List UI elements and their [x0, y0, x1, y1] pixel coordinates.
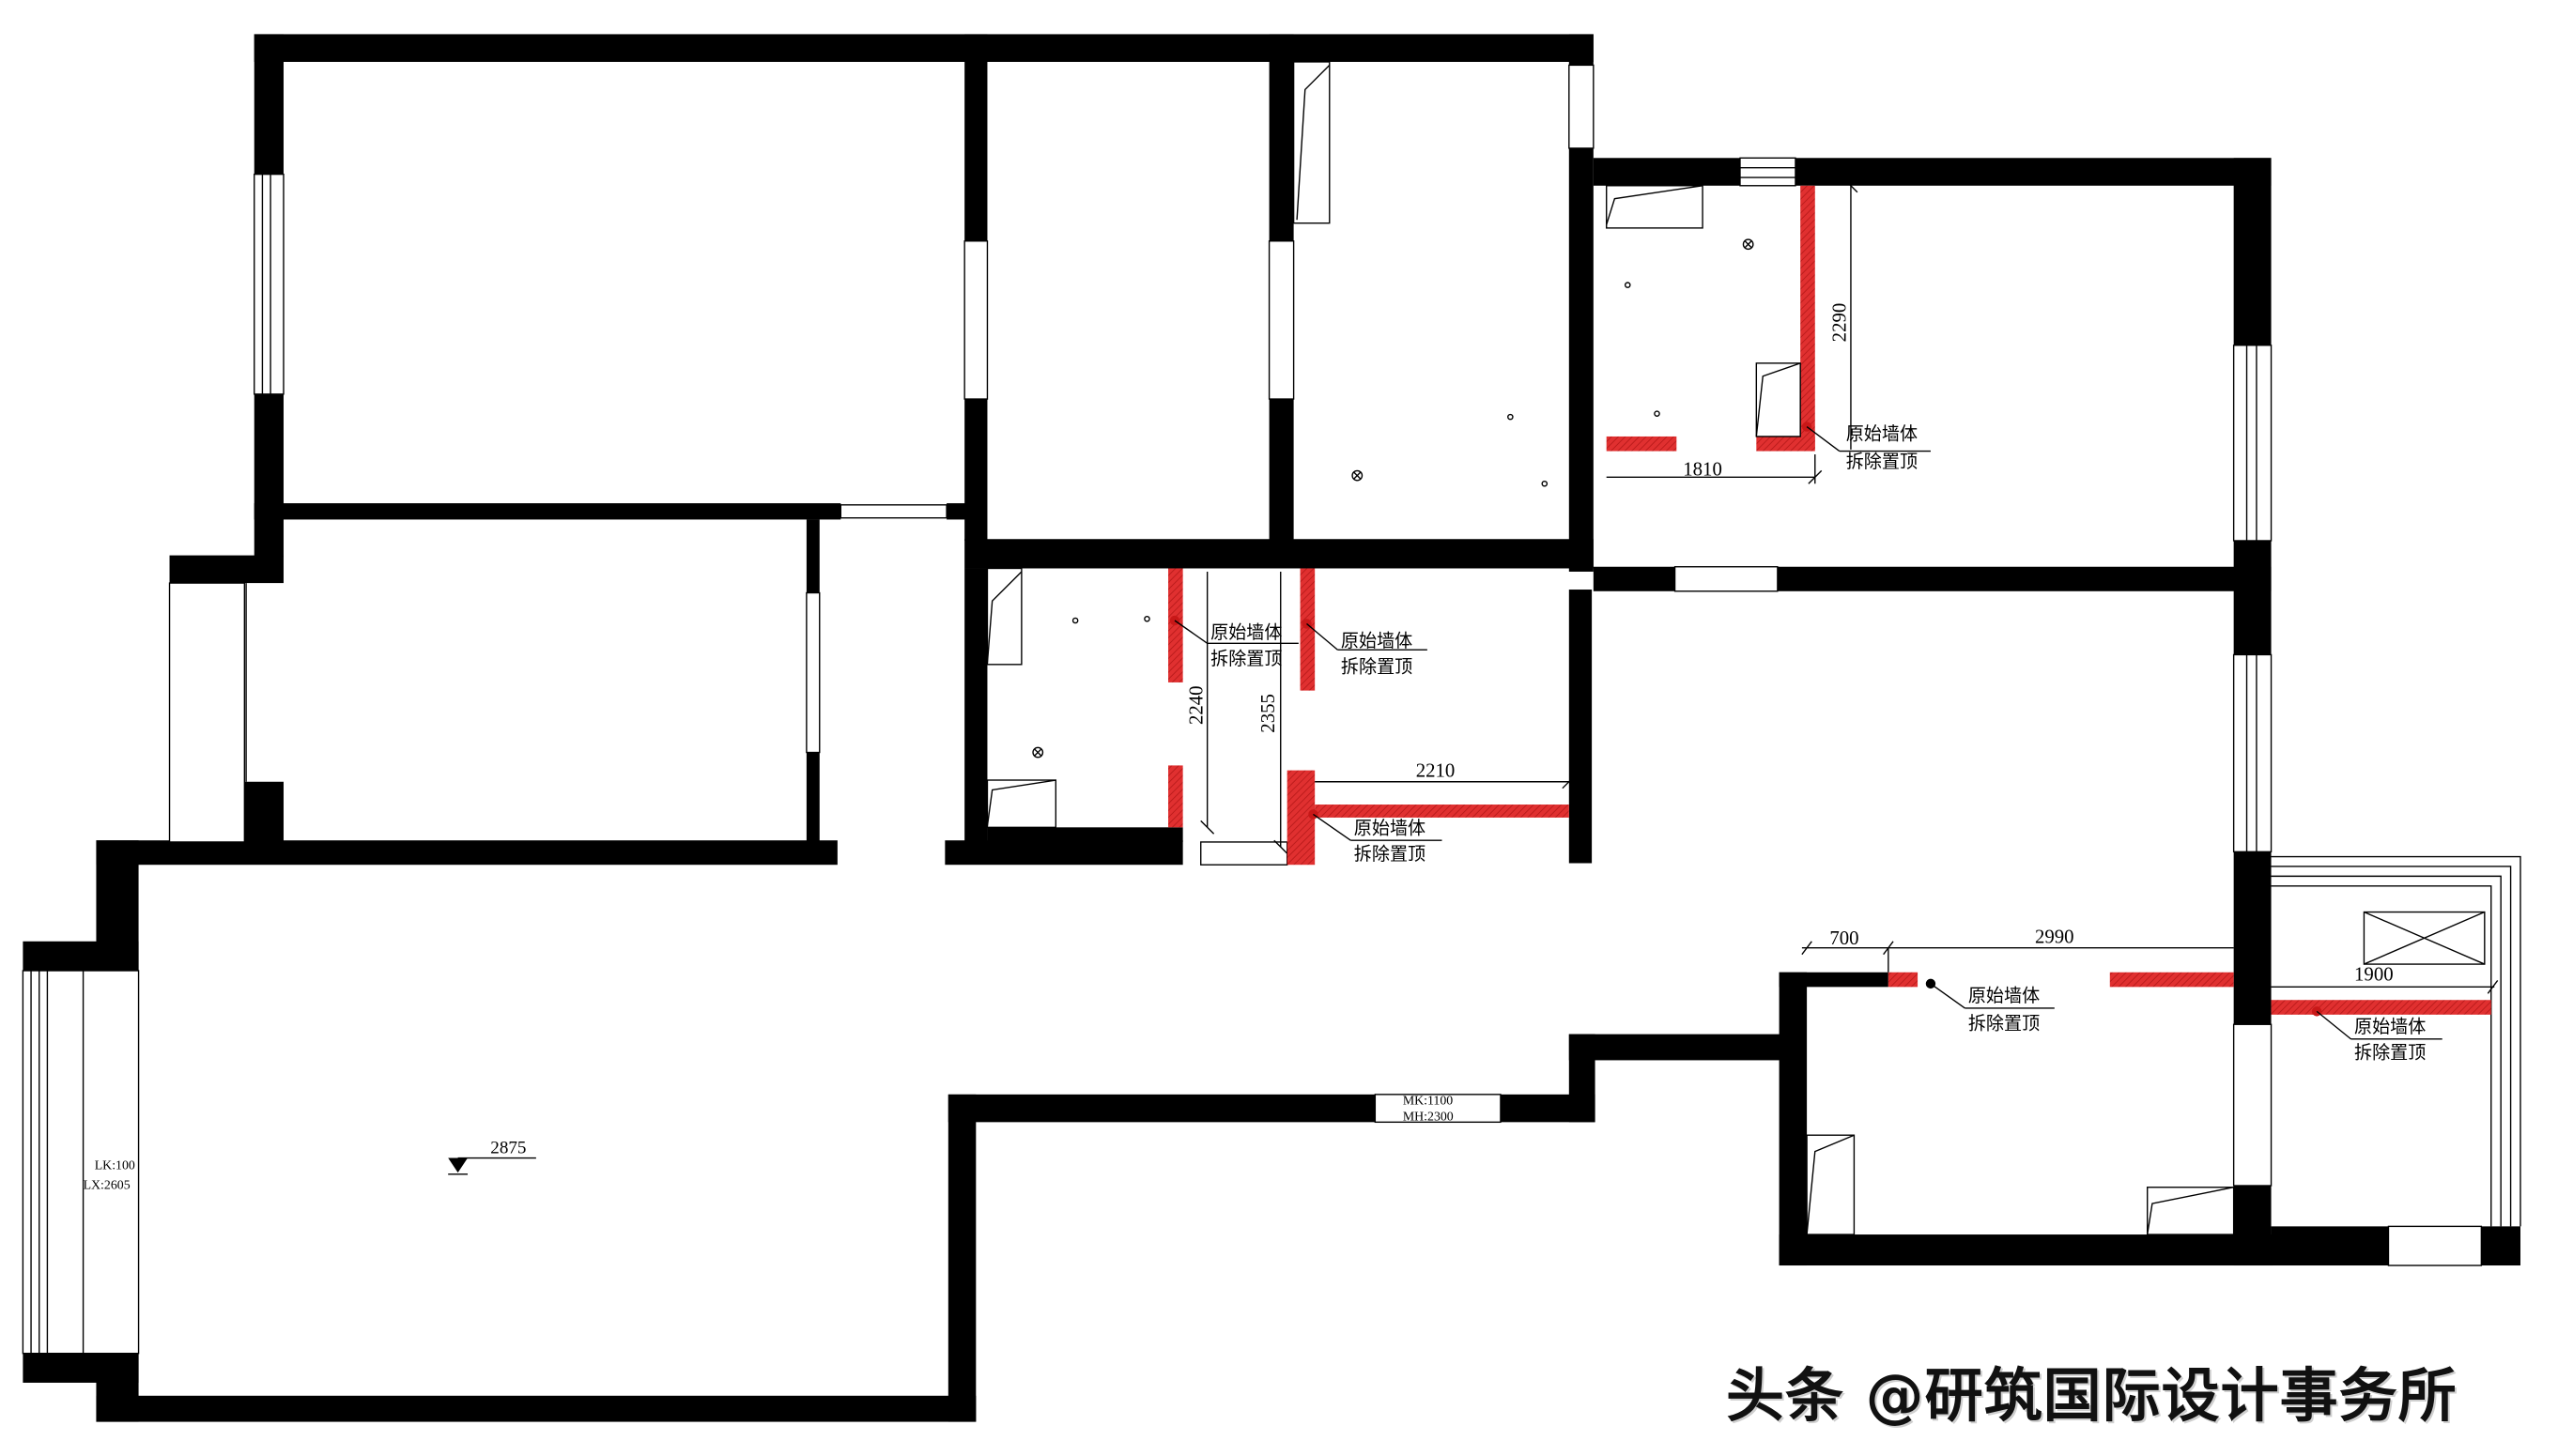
svg-text:拆除置顶: 拆除置顶	[1968, 1013, 2040, 1034]
dimension-1900: 1900	[2354, 962, 2394, 985]
svg-text:原始墙体: 原始墙体	[2354, 1017, 2426, 1037]
svg-text:原始墙体: 原始墙体	[1968, 986, 2040, 1006]
dimension-2210: 2210	[1416, 759, 1456, 782]
svg-text:拆除置顶: 拆除置顶	[1341, 657, 1412, 678]
dimension-lines: 2290 1810 2240 2355 2210 700 2990 1900	[1184, 178, 2499, 994]
svg-text:原始墙体: 原始墙体	[1354, 818, 1425, 838]
dimension-2240: 2240	[1184, 685, 1207, 725]
dimension-2290: 2290	[1828, 303, 1851, 343]
svg-text:拆除置顶: 拆除置顶	[1846, 452, 1918, 472]
dimension-1810: 1810	[1683, 458, 1722, 481]
windows	[22, 64, 2521, 1355]
svg-text:原始墙体: 原始墙体	[1846, 423, 1918, 444]
note-corridor: 原始墙体 拆除置顶	[1308, 809, 1442, 865]
elevation-mark: 2875	[448, 1138, 536, 1175]
svg-text:原始墙体: 原始墙体	[1210, 622, 1282, 643]
svg-text:拆除置顶: 拆除置顶	[1354, 844, 1425, 865]
svg-text:拆除置顶: 拆除置顶	[1210, 649, 1282, 669]
door-window-mh: MH:2300	[1403, 1111, 1454, 1125]
removal-notes: 原始墙体 拆除置顶 原始墙体 拆除置顶 原始墙体 拆除置顶 原始墙体 拆除置顶	[1169, 421, 2442, 1064]
structural-walls	[23, 34, 2520, 1422]
note-balcony: 原始墙体 拆除置顶	[2311, 1006, 2442, 1064]
dimension-2355: 2355	[1256, 694, 1279, 733]
elevation-value: 2875	[490, 1138, 526, 1157]
svg-text:原始墙体: 原始墙体	[1341, 631, 1412, 651]
note-top-right: 原始墙体 拆除置顶	[1801, 421, 1931, 472]
watermark: 头条 @研筑国际设计事务所	[1726, 1361, 2458, 1430]
fixtures	[986, 61, 2486, 1235]
note-lower-room: 原始墙体 拆除置顶	[1925, 978, 2055, 1034]
living-window-lk: LK:100	[95, 1159, 135, 1173]
note-bath-left: 原始墙体 拆除置顶	[1169, 615, 1299, 669]
living-window-lx: LX:2605	[84, 1178, 131, 1192]
door-window-mk: MK:1100	[1403, 1094, 1453, 1108]
svg-text:拆除置顶: 拆除置顶	[2354, 1043, 2426, 1064]
dimension-700: 700	[1829, 927, 1858, 949]
note-bath-right: 原始墙体 拆除置顶	[1302, 619, 1427, 678]
removed-walls	[1168, 185, 2491, 1015]
dimension-2990: 2990	[2035, 926, 2074, 948]
